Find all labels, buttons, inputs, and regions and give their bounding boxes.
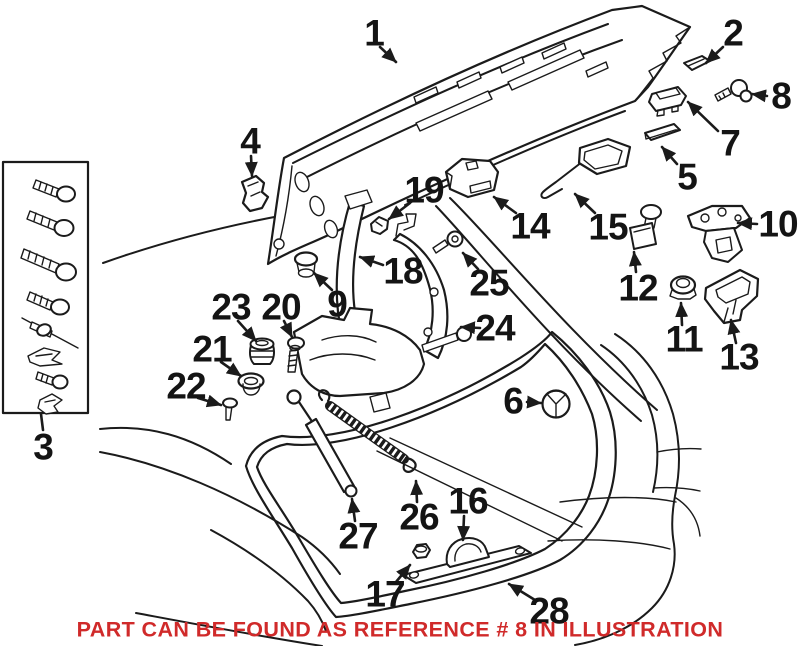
part-label-4: 4 <box>240 120 261 162</box>
part-label-21: 21 <box>192 328 232 370</box>
part-label-2: 2 <box>723 12 744 54</box>
callout-arrow-6 <box>525 395 543 409</box>
callout-arrow-10 <box>736 217 759 231</box>
callout-arrow-16 <box>457 514 471 542</box>
part-11-grommet <box>669 275 697 300</box>
callout-arrow-21 <box>219 360 243 378</box>
callout-arrow-12 <box>628 250 642 274</box>
callout-arrow-25 <box>461 251 480 271</box>
part-label-17: 17 <box>365 573 405 615</box>
part-8-screw <box>714 79 753 103</box>
part-7-bracket <box>648 86 687 117</box>
callout-arrow-2 <box>704 45 725 65</box>
part-label-7: 7 <box>720 122 741 164</box>
part-label-5: 5 <box>677 156 698 198</box>
part-22-screw <box>222 397 238 421</box>
callout-arrow-13 <box>727 318 741 345</box>
callout-arrow-5 <box>660 145 679 166</box>
callout-arrow-15 <box>573 192 597 215</box>
callout-arrow-20 <box>279 319 294 339</box>
callout-arrow-22 <box>196 394 223 408</box>
part-label-8: 8 <box>771 75 792 117</box>
part-label-26: 26 <box>399 496 439 538</box>
callout-arrow-28 <box>507 582 537 602</box>
part-19-clip <box>370 216 389 235</box>
part-6-cap <box>541 389 571 419</box>
callout-arrow-4 <box>244 154 258 178</box>
part-label-25: 25 <box>469 262 509 304</box>
torsion-spring <box>317 389 417 473</box>
part-label-12: 12 <box>618 267 658 309</box>
part-label-10: 10 <box>758 203 798 245</box>
reference-caption: PART CAN BE FOUND AS REFERENCE # 8 IN IL… <box>76 617 724 642</box>
part-label-23: 23 <box>211 286 251 328</box>
part-label-28: 28 <box>529 590 569 632</box>
part-17-nut <box>412 543 431 559</box>
gas-strut <box>286 389 358 498</box>
callout-arrow-14 <box>492 195 518 215</box>
part-15-hinge-mount <box>540 137 632 200</box>
callout-arrows <box>39 45 769 602</box>
fastener-box <box>1 160 90 415</box>
part-label-22: 22 <box>166 365 206 407</box>
part-5-strip <box>644 123 681 141</box>
callout-arrow-24 <box>459 321 482 335</box>
part-label-9: 9 <box>327 283 348 325</box>
callout-arrow-1 <box>378 45 398 64</box>
part-label-16: 16 <box>448 480 488 522</box>
part-label-27: 27 <box>338 515 378 557</box>
part-16-hinge-plate <box>402 537 532 584</box>
part-label-11: 11 <box>665 318 703 360</box>
part-25-pin <box>432 230 464 254</box>
part-23-buffer <box>249 337 275 365</box>
callout-arrow-17 <box>394 563 412 584</box>
callout-arrow-19 <box>387 201 412 221</box>
part-label-24: 24 <box>475 307 515 349</box>
part-20-screw <box>287 336 305 373</box>
part-label-20: 20 <box>261 286 301 328</box>
callout-arrow-11 <box>675 301 689 327</box>
part-label-3: 3 <box>33 426 54 468</box>
part-4-clip <box>240 174 270 213</box>
weatherstrip-seal <box>244 330 617 619</box>
part-label-18: 18 <box>383 250 423 292</box>
callout-arrow-27 <box>347 497 361 523</box>
part-10-latch <box>686 204 752 263</box>
part-label-19: 19 <box>404 169 444 211</box>
part-label-14: 14 <box>510 205 550 247</box>
callout-arrow-26 <box>410 479 424 504</box>
part-9-plug <box>293 251 319 278</box>
callout-arrow-18 <box>358 255 385 268</box>
callout-arrow-8 <box>750 89 769 103</box>
part-label-6: 6 <box>503 380 524 422</box>
part-14-lock-actuator <box>444 157 500 199</box>
callout-arrow-9 <box>312 271 334 292</box>
hinge-arm-right <box>392 213 449 360</box>
part-label-1: 1 <box>364 12 385 54</box>
part-21-grommet <box>237 372 265 396</box>
callout-arrow-23 <box>236 319 258 343</box>
callout-arrow-7 <box>686 100 720 133</box>
part-label-15: 15 <box>588 206 628 248</box>
part-13-striker-cover <box>703 268 760 325</box>
trunk-lid <box>266 4 692 266</box>
part-label-13: 13 <box>719 336 759 378</box>
car-body-outline <box>99 197 702 646</box>
part-12-stop <box>629 204 662 250</box>
callout-arrow-3 <box>39 412 45 432</box>
